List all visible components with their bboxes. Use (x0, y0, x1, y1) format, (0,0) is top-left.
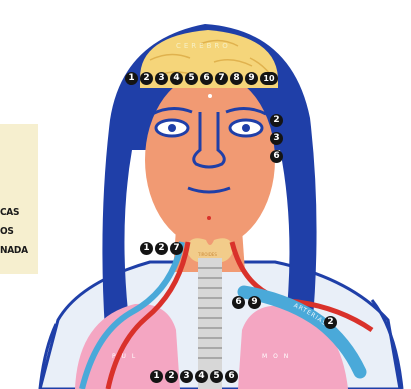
marker-neck-1: 1 (140, 242, 153, 255)
right-eye (230, 120, 262, 136)
legend-line-1: CAS (0, 207, 19, 218)
marker-neck-7: 7 (170, 242, 183, 255)
forehead-dot (208, 94, 212, 98)
marker-bottom-2: 2 (165, 370, 178, 383)
marker-bottom-4: 4 (195, 370, 208, 383)
marker-bottom-1: 1 (150, 370, 163, 383)
marker-bottom-3: 3 (180, 370, 193, 383)
lung-label-left: P U L (112, 353, 137, 360)
marker-brain-5: 5 (185, 72, 198, 85)
marker-chest-9: 9 (248, 296, 261, 309)
left-eye (156, 120, 188, 136)
marker-brain-4: 4 (170, 72, 183, 85)
marker-eye-2: 2 (270, 114, 283, 127)
marker-eye-6: 6 (270, 150, 283, 163)
marker-eye-3: 3 (270, 132, 283, 145)
neck-dot (207, 216, 211, 220)
thyroid-label: TIROIDES (197, 252, 217, 257)
marker-brain-9: 9 (245, 72, 258, 85)
marker-brain-2: 2 (140, 72, 153, 85)
legend-line-3: NADA (0, 245, 28, 256)
marker-brain-1: 1 (125, 72, 138, 85)
legend-line-2: OS (0, 226, 14, 237)
marker-brain-3: 3 (155, 72, 168, 85)
lung-label-right: M O N (262, 353, 290, 360)
marker-bottom-6: 6 (225, 370, 238, 383)
marker-brain-7: 7 (215, 72, 228, 85)
marker-brain-8: 8 (230, 72, 243, 85)
marker-brain-6: 6 (200, 72, 213, 85)
marker-chest-6: 6 (232, 296, 245, 309)
face (145, 72, 275, 248)
marker-neck-2: 2 (155, 242, 168, 255)
marker-bottom-5: 5 (210, 370, 223, 383)
brain-label: CEREBRO (176, 42, 231, 50)
marker-artery-2: 2 (324, 316, 337, 329)
marker-brain-10: 10 (260, 72, 278, 85)
